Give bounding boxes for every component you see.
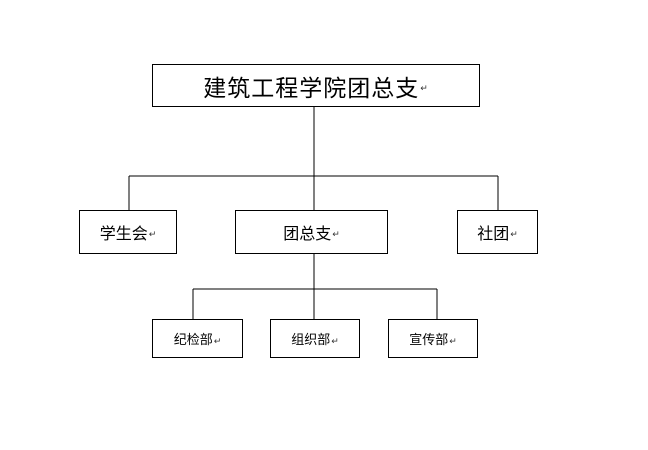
paragraph-mark-icon: ↵ xyxy=(420,83,429,94)
root-node: 建筑工程学院团总支↵ xyxy=(152,64,480,107)
paragraph-mark-icon: ↵ xyxy=(148,230,157,240)
paragraph-mark-icon: ↵ xyxy=(213,336,222,347)
paragraph-mark-icon: ↵ xyxy=(510,230,518,240)
organization-dept-node: 组织部↵ xyxy=(270,319,360,358)
student-union-node: 学生会↵ xyxy=(79,210,177,254)
organization-dept-label: 组织部 xyxy=(291,333,331,348)
paragraph-mark-icon: ↵ xyxy=(449,336,457,347)
clubs-node: 社团↵ xyxy=(457,210,538,254)
discipline-dept-label: 纪检部 xyxy=(173,333,213,348)
clubs-label: 社团 xyxy=(477,224,510,243)
paragraph-mark-icon: ↵ xyxy=(331,336,339,347)
publicity-dept-node: 宣传部↵ xyxy=(388,319,478,358)
publicity-dept-label: 宣传部 xyxy=(409,333,449,348)
student-union-label: 学生会 xyxy=(99,224,148,243)
discipline-dept-node: 纪检部↵ xyxy=(152,319,243,358)
youth-league-label: 团总支 xyxy=(283,224,332,243)
root-node-label: 建筑工程学院团总支 xyxy=(203,75,420,102)
youth-league-node: 团总支↵ xyxy=(235,210,388,254)
paragraph-mark-icon: ↵ xyxy=(332,230,340,240)
